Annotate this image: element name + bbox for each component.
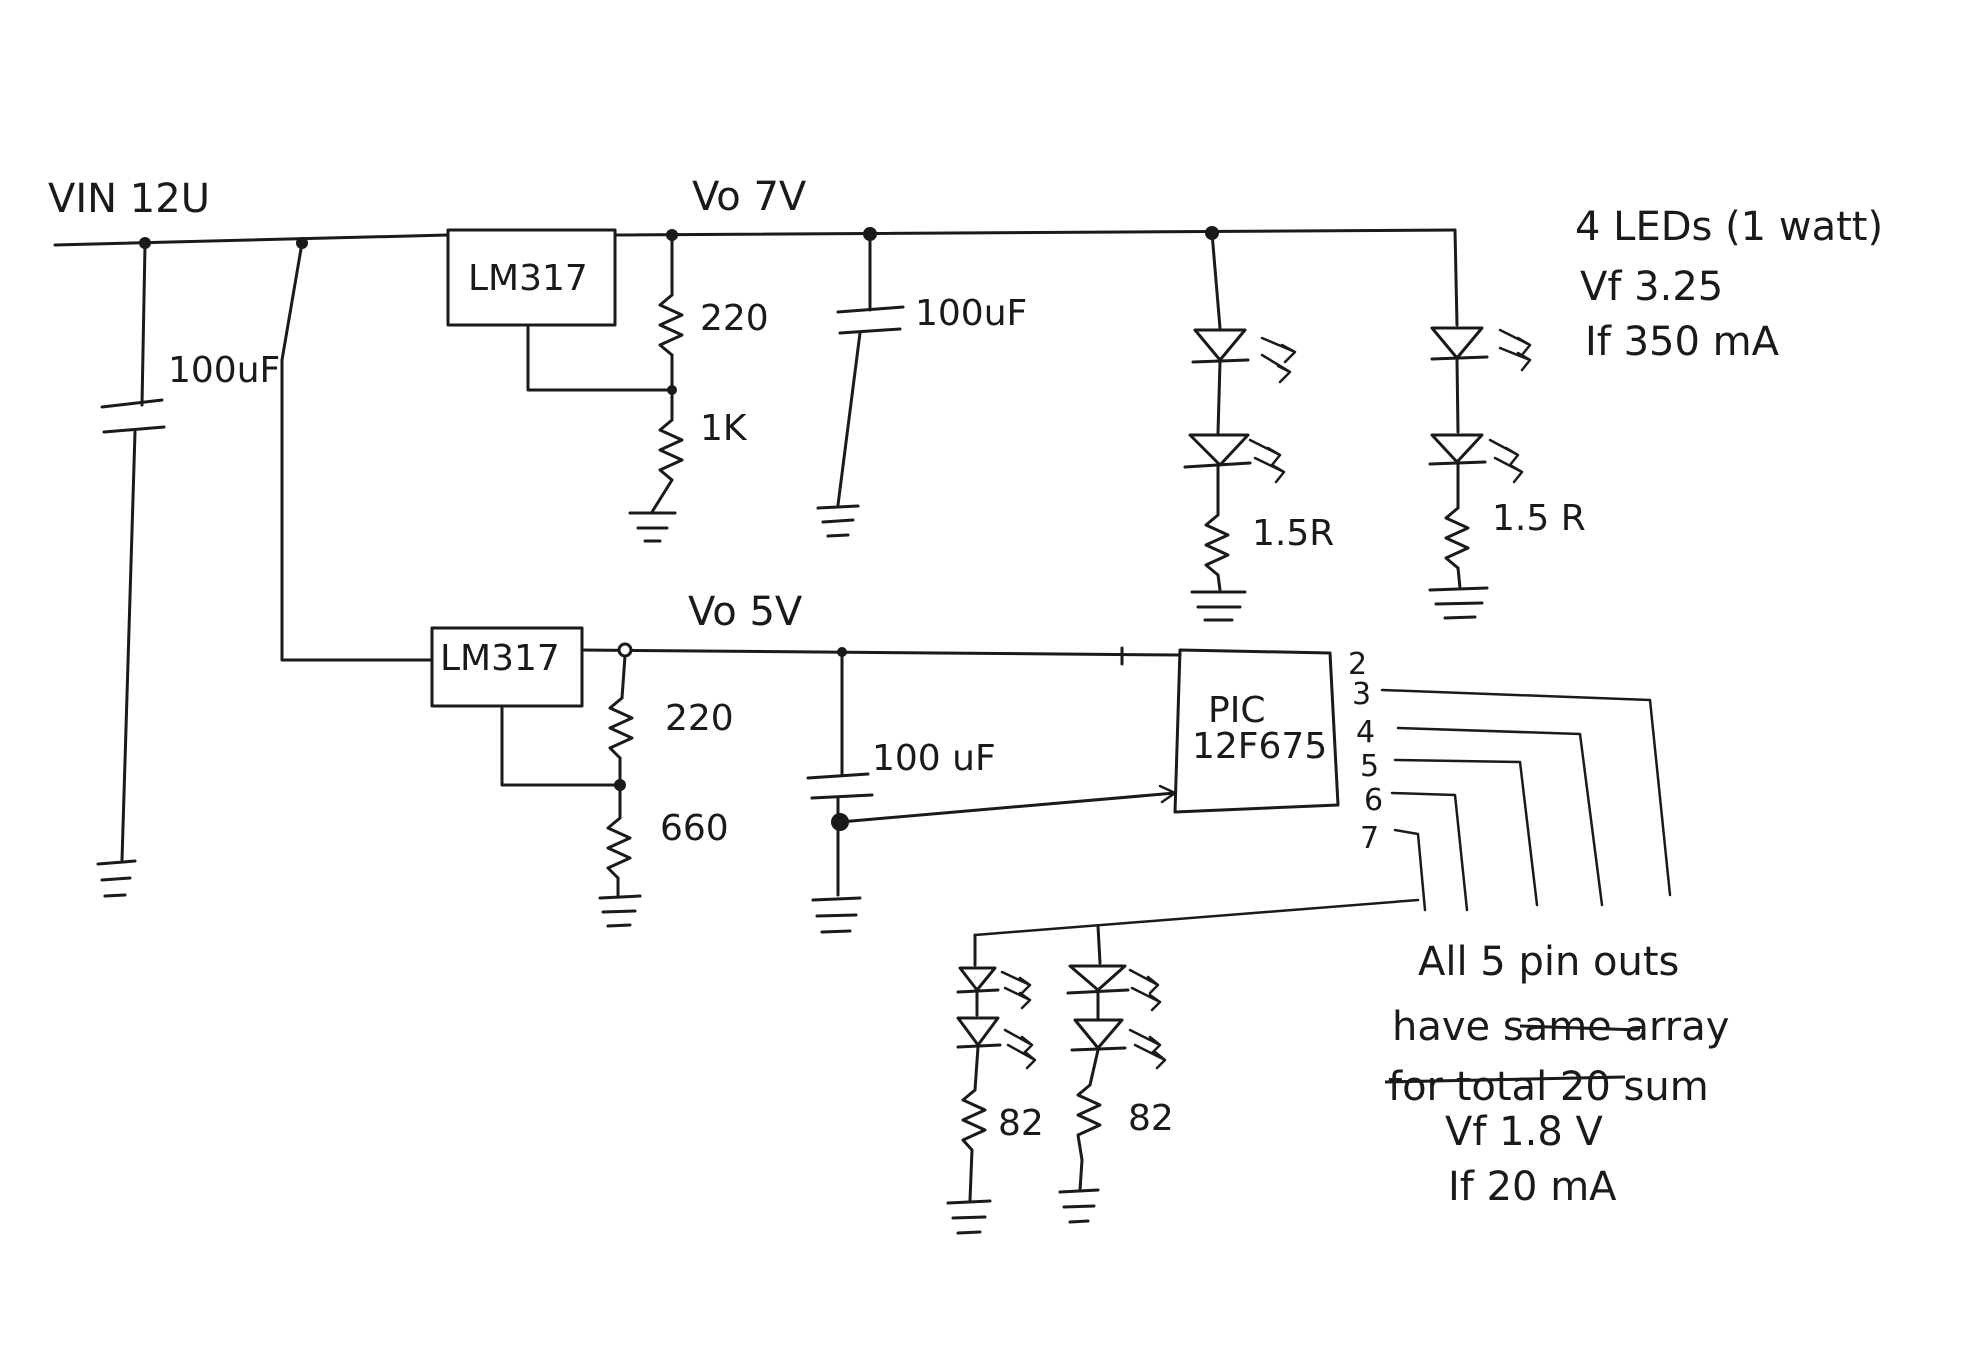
pin-note-line3-struck: for total [1388, 1064, 1547, 1110]
upper-divider [628, 233, 684, 543]
label-res-1-5r-left: 1.5R [1252, 513, 1334, 554]
pin-label-5: 5 [1360, 749, 1379, 784]
pin-label-2: 2 [1348, 647, 1367, 682]
label-res-1k: 1K [700, 408, 748, 449]
led-string-left [1183, 231, 1297, 622]
strikethrough-same [1519, 1024, 1641, 1032]
label-vin: VIN 12U [48, 176, 210, 222]
input-capacitor [96, 243, 166, 898]
label-lower-regulator: LM317 [440, 638, 560, 679]
pic-microcontroller [1173, 648, 1340, 814]
top-rail [53, 226, 1457, 249]
lower-lm317 [430, 626, 622, 787]
led-note-line2: Vf 3.25 [1580, 264, 1723, 310]
feed-wire-lower-regulator [280, 241, 434, 662]
label-pic: PIC [1208, 690, 1265, 731]
led-note-line1: 4 LEDs (1 watt) [1575, 204, 1883, 250]
capacitor-5v [806, 650, 1177, 934]
pin-note-line3: for total 20 sum [1388, 1064, 1709, 1110]
label-res-220-upper: 220 [700, 298, 769, 339]
label-res-82-right: 82 [1128, 1098, 1174, 1139]
pin-note-line2-suffix: array [1612, 1004, 1730, 1050]
pin-note-line5: If 20 mA [1448, 1164, 1617, 1210]
pin-note-line2-prefix: have [1392, 1004, 1503, 1050]
label-vo-5v: Vo 5V [688, 589, 803, 635]
indicator-led-string-left [946, 933, 1037, 1235]
capacitor-7v [816, 233, 905, 538]
pin-label-4: 4 [1356, 715, 1375, 750]
pin-note-line3-suffix: 20 sum [1547, 1064, 1708, 1110]
led-string-right [1428, 228, 1532, 620]
label-res-220-lower: 220 [665, 698, 734, 739]
label-capacitor-7v: 100uF [915, 293, 1027, 334]
led-note-line3: If 350 mA [1585, 319, 1780, 365]
lower-rail [580, 642, 1182, 666]
upper-lm317 [446, 228, 674, 392]
pin-output-note: All 5 pin outs have same array for total… [1384, 939, 1730, 1210]
label-vo-7v: Vo 7V [692, 174, 807, 220]
label-input-capacitor: 100uF [168, 350, 280, 391]
pin-label-3: 3 [1352, 677, 1371, 712]
power-led-note: 4 LEDs (1 watt) Vf 3.25 If 350 mA [1575, 204, 1883, 365]
label-res-82-left: 82 [998, 1103, 1044, 1144]
label-res-1-5r-right: 1.5 R [1492, 498, 1586, 539]
label-upper-regulator: LM317 [468, 258, 588, 299]
pin-label-7: 7 [1360, 821, 1379, 856]
pin-note-line4: Vf 1.8 V [1445, 1109, 1603, 1155]
pin-label-6: 6 [1364, 783, 1383, 818]
pin-note-line1: All 5 pin outs [1418, 939, 1679, 985]
label-pic-part: 12F675 [1192, 726, 1327, 767]
indicator-led-string-right [1058, 924, 1167, 1224]
label-capacitor-5v: 100 uF [872, 738, 996, 779]
lower-divider [598, 654, 642, 928]
pin-wires [973, 688, 1672, 937]
label-res-660: 660 [660, 808, 729, 849]
strikethrough-for-total [1384, 1075, 1626, 1084]
